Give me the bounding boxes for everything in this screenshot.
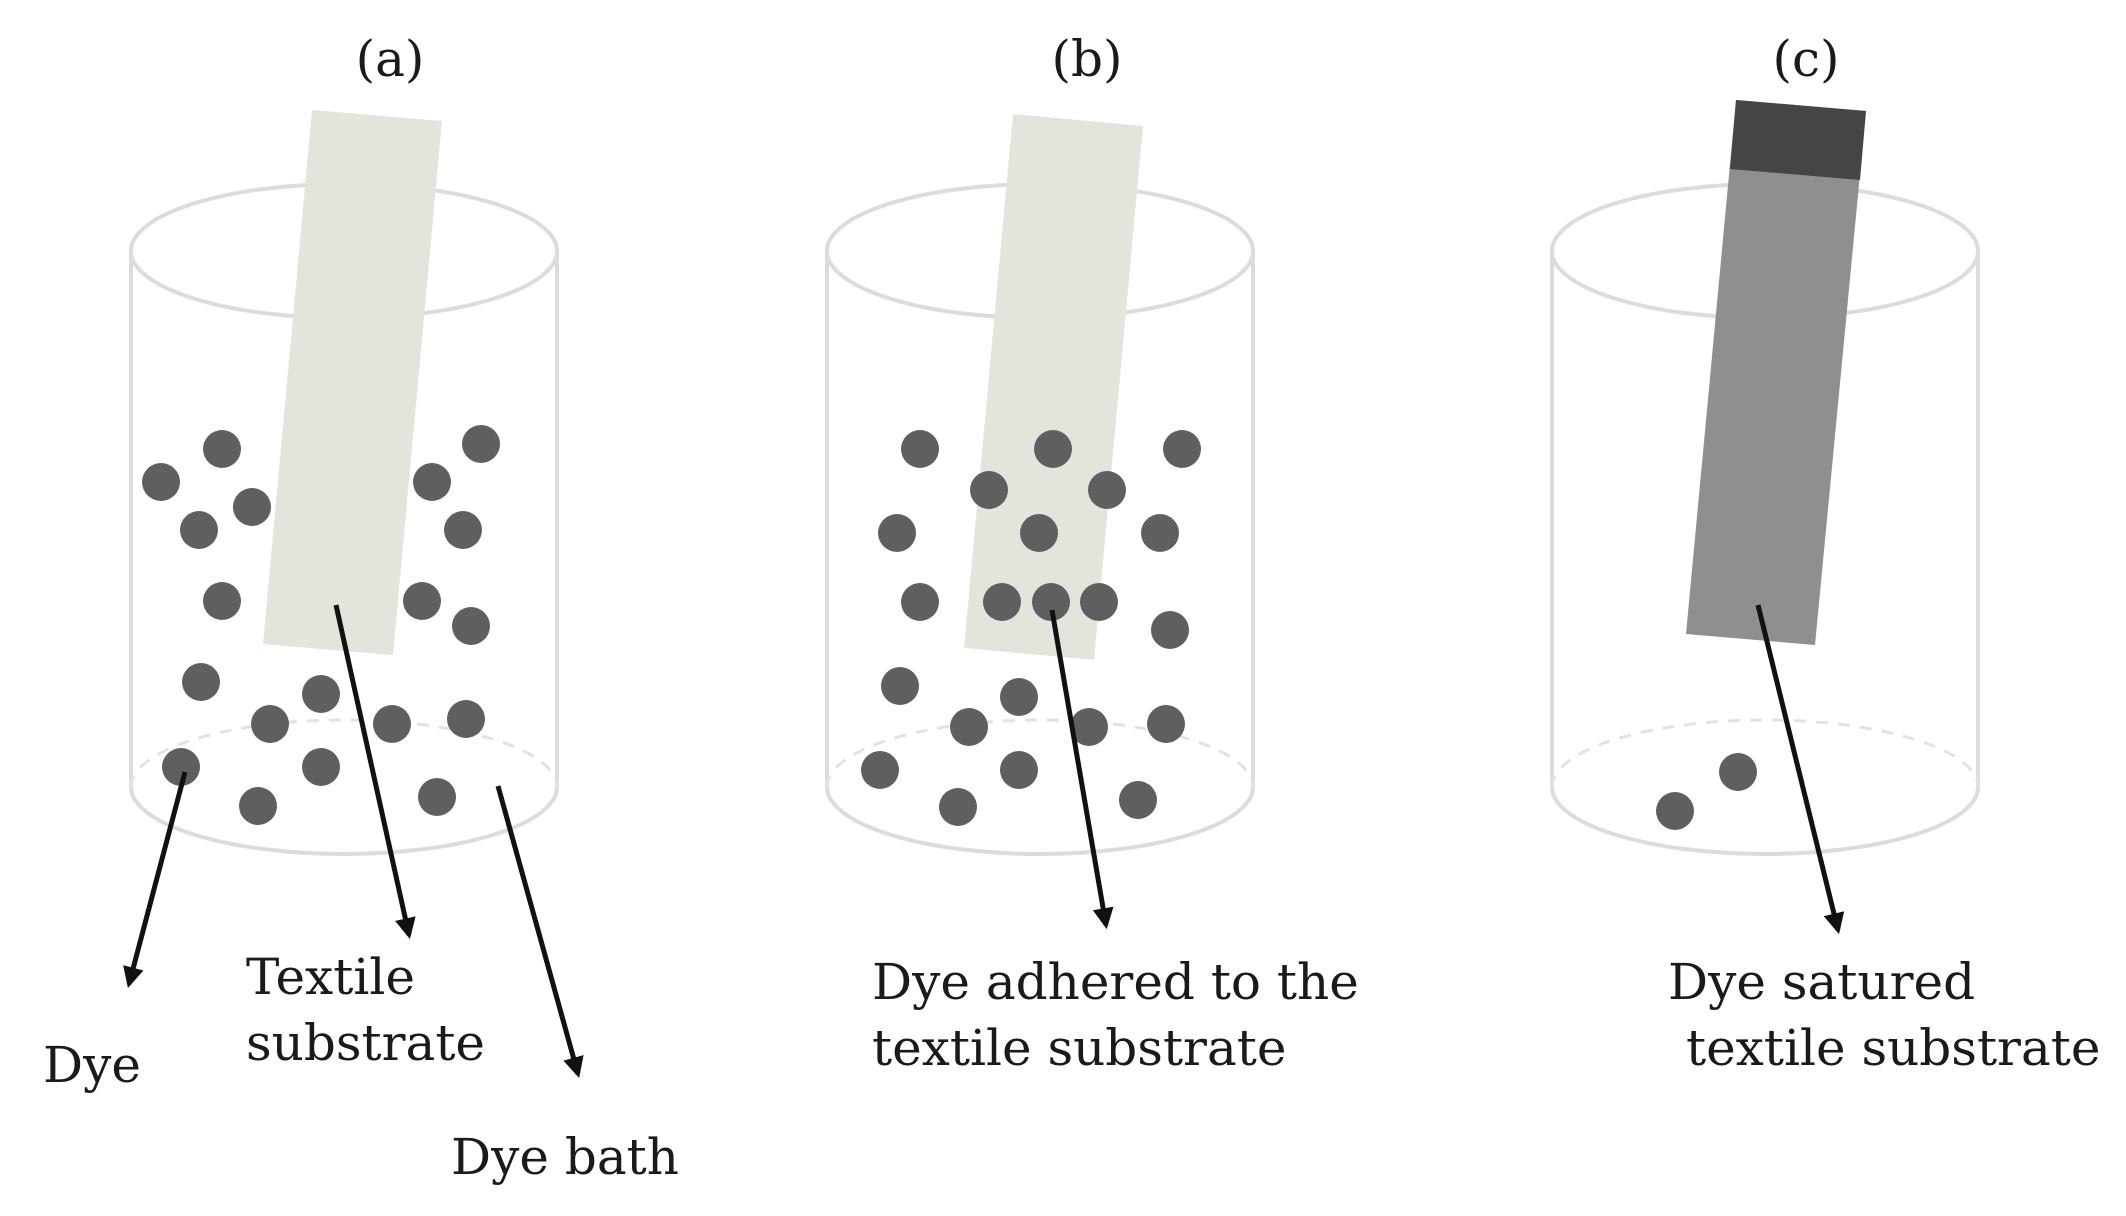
panel-c-saturated-arrow	[1755, 604, 1845, 935]
dye-particle	[881, 667, 919, 705]
dye-particle	[180, 511, 218, 549]
dye-particle	[418, 778, 456, 816]
dye-particle	[1163, 430, 1201, 468]
dye-particle	[462, 425, 500, 463]
dye-particle	[861, 751, 899, 789]
panel-c-textile-substrate-top	[1730, 100, 1866, 180]
dye-particle	[1020, 514, 1058, 552]
dye-particle	[373, 705, 411, 743]
panel-b-beaker-bottom	[825, 786, 1255, 856]
dye-particle	[444, 511, 482, 549]
dye-particle	[452, 607, 490, 645]
dye-particle	[302, 748, 340, 786]
panel-b-beaker	[825, 182, 1255, 856]
panel-a-bath-label: Dye bath	[451, 1128, 679, 1186]
dye-particle	[447, 700, 485, 738]
dye-particle	[251, 705, 289, 743]
panel-a-dye-arrow	[123, 771, 188, 989]
dye-particle	[970, 471, 1008, 509]
panel-a-dye-particles	[142, 425, 500, 825]
panel-c-beaker-bottom-back	[1550, 718, 1980, 788]
dye-particle	[950, 708, 988, 746]
dye-particle	[1080, 583, 1118, 621]
panel-a-beaker-bottom	[129, 786, 559, 856]
dye-particle	[1000, 678, 1038, 716]
dye-particle	[878, 514, 916, 552]
dye-particle	[302, 675, 340, 713]
panel-b-beaker-bottom-back	[825, 718, 1255, 788]
dye-particle	[162, 748, 200, 786]
panel-c-label: (c)	[1772, 30, 1839, 88]
panel-c-dye-particles	[1656, 753, 1757, 830]
panel-b-adhered-label-line: textile substrate	[872, 1019, 1286, 1077]
panel-b-textile-substrate	[964, 114, 1143, 660]
dye-particle	[182, 663, 220, 701]
dye-particle	[203, 582, 241, 620]
panel-a-textile-arrow	[333, 604, 416, 940]
dye-particle	[413, 463, 451, 501]
dye-particle	[1000, 751, 1038, 789]
panel-c-textile-substrate	[1686, 100, 1866, 645]
panel-b-label: (b)	[1051, 30, 1122, 88]
panel-c-beaker	[1550, 182, 1980, 856]
dye-particle	[1151, 611, 1189, 649]
dye-particle	[1656, 792, 1694, 830]
panel-b-dye-particles	[861, 430, 1201, 826]
panel-b-adhered-arrow	[1049, 609, 1114, 930]
dye-particle	[1719, 753, 1757, 791]
dye-particle	[1088, 471, 1126, 509]
dye-particle	[983, 583, 1021, 621]
panel-a-bath-label-line: Dye bath	[451, 1128, 679, 1186]
panel-c-callouts: Dye satured textile substrate	[1668, 604, 2100, 1077]
dye-particle	[901, 430, 939, 468]
dye-particle	[939, 788, 977, 826]
panel-a: (a) Dye Textile substrate	[43, 30, 679, 1186]
dye-particle	[233, 488, 271, 526]
panel-c: (c) Dye satured textile substrate	[1550, 30, 2100, 1077]
panel-a-beaker-bottom-back	[129, 718, 559, 788]
panel-c-saturated-label-line: Dye satured	[1668, 953, 1975, 1011]
panel-a-dye-label: Dye	[43, 1036, 141, 1094]
dye-particle	[403, 582, 441, 620]
panel-a-callouts: Dye Textile substrate Dye bath	[43, 604, 679, 1186]
dye-particle	[1034, 430, 1072, 468]
panel-a-bath-arrow	[495, 785, 584, 1079]
panel-a-textile-label-line: Textile	[246, 948, 415, 1006]
dye-particle	[239, 787, 277, 825]
dye-particle	[1141, 514, 1179, 552]
panel-b-callouts: Dye adhered to the textile substrate	[872, 609, 1375, 1077]
panel-c-saturated-label-line: textile substrate	[1686, 1019, 2100, 1077]
panel-b-adhered-label-line: Dye adhered to the	[872, 953, 1359, 1011]
panel-c-beaker-bottom	[1550, 786, 1980, 856]
panel-a-textile-substrate	[263, 110, 442, 655]
dye-particle	[1070, 708, 1108, 746]
panel-c-saturated-label: Dye satured textile substrate	[1668, 953, 2100, 1077]
panel-a-label: (a)	[356, 30, 425, 88]
dye-particle	[203, 430, 241, 468]
dye-particle	[1147, 705, 1185, 743]
dye-particle	[901, 583, 939, 621]
panel-b-adhered-label: Dye adhered to the textile substrate	[872, 953, 1375, 1077]
panel-a-dye-label-line: Dye	[43, 1036, 141, 1094]
dye-particle	[1119, 781, 1157, 819]
panel-a-textile-label-line: substrate	[246, 1014, 485, 1072]
dye-particle	[1032, 583, 1070, 621]
dye-particle	[142, 463, 180, 501]
panel-b: (b) Dye adhered to the textile substrate	[825, 30, 1375, 1077]
panel-a-textile-label: Textile substrate	[246, 948, 485, 1072]
